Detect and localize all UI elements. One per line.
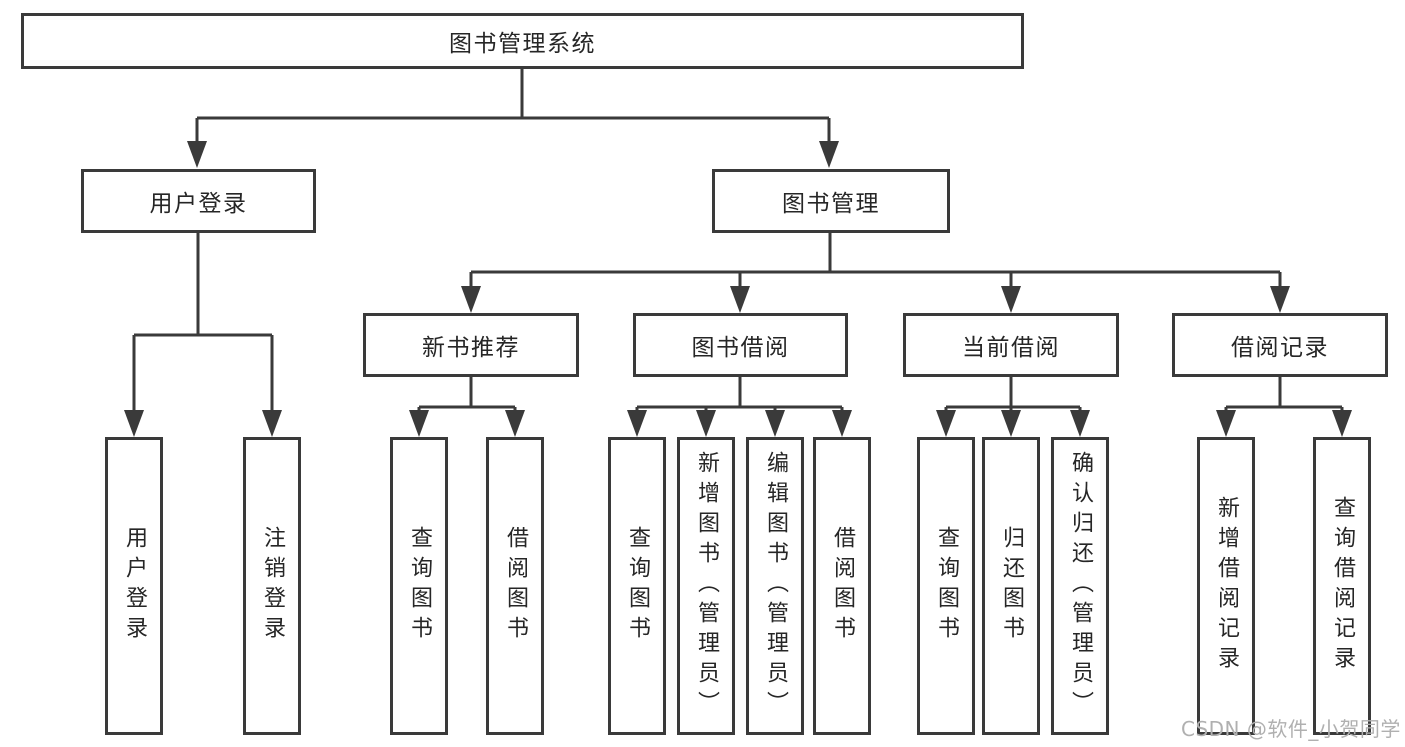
arrowheads [124,141,1352,437]
edge-user-login-to-children [132,233,274,420]
edge-root-to-level2 [195,69,831,150]
node-new-book-recommendation: 新书推荐 [363,313,579,377]
leaf-query-books-current: 查询图书 [917,437,975,735]
node-user-login: 用户登录 [81,169,316,233]
leaf-confirm-return-admin: 确认归还（管理员） [1051,437,1109,735]
node-root-book-management-system: 图书管理系统 [21,13,1024,69]
leaf-logout: 注销登录 [243,437,301,735]
leaf-user-login: 用户登录 [105,437,163,735]
node-borrowing-records: 借阅记录 [1172,313,1388,377]
leaf-borrow-books-borrowing: 借阅图书 [813,437,871,735]
node-book-management: 图书管理 [712,169,950,233]
csdn-watermark: CSDN @软件_小贺同学 [1181,717,1401,741]
leaf-query-books-borrowing: 查询图书 [608,437,666,735]
leaf-return-books: 归还图书 [982,437,1040,735]
edge-book-borrowing-to-children [635,377,844,417]
node-book-borrowing: 图书借阅 [633,313,848,377]
edge-new-book-recommendation-to-children [417,377,517,417]
edge-book-management-to-children [469,233,1282,295]
leaf-edit-book-admin: 编辑图书（管理员） [746,437,804,735]
edge-borrowing-records-to-children [1224,377,1344,417]
node-current-borrowing: 当前借阅 [903,313,1119,377]
leaf-borrow-books-recommend: 借阅图书 [486,437,544,735]
leaf-query-borrow-record: 查询借阅记录 [1313,437,1371,735]
leaf-query-books-recommend: 查询图书 [390,437,448,735]
leaf-add-book-admin: 新增图书（管理员） [677,437,735,735]
leaf-add-borrow-record: 新增借阅记录 [1197,437,1255,735]
